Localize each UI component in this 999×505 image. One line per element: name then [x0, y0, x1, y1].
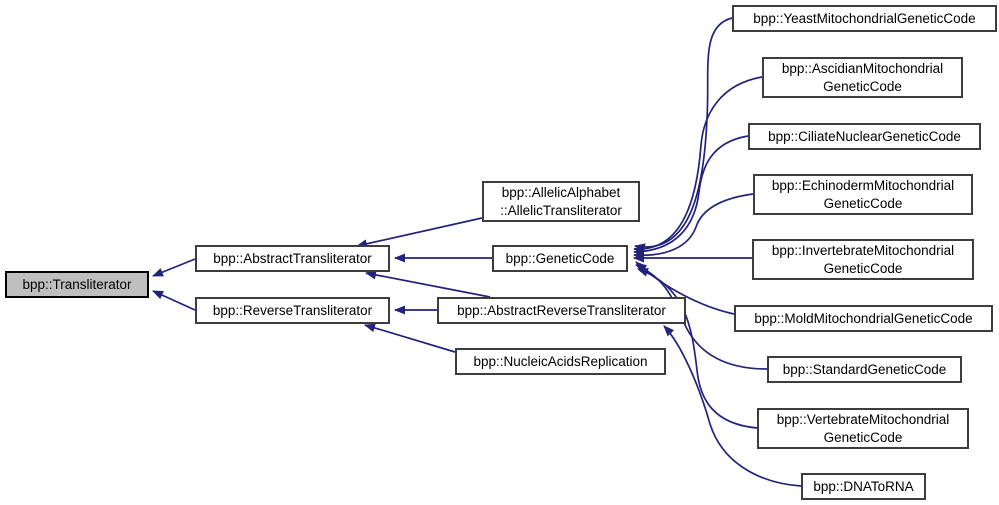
class-node-mold-mitochondrial-genetic-code[interactable]: bpp::MoldMitochondrialGeneticCode [734, 305, 993, 332]
class-node-invertebrate-mitochondrial-genetic-code[interactable]: bpp::InvertebrateMitochondrial GeneticCo… [752, 239, 974, 280]
edge-abstract-reverse-transliterator-to-abstract-transliterator [365, 270, 491, 298]
class-node-ascidian-mitochondrial-genetic-code[interactable]: bpp::AscidianMitochondrial GeneticCode [762, 57, 963, 98]
class-node-abstract-transliterator[interactable]: bpp::AbstractTransliterator [195, 245, 390, 272]
class-node-abstract-reverse-transliterator[interactable]: bpp::AbstractReverseTransliterator [437, 297, 686, 324]
class-node-transliterator: bpp::Transliterator [5, 271, 149, 298]
edge-ascidian-mitochondrial-to-genetic-code [633, 76, 763, 255]
edge-nucleic-acids-replication-to-reverse-transliterator [364, 323, 456, 353]
class-node-dna-to-rna[interactable]: bpp::DNAToRNA [801, 473, 926, 500]
edge-abstract-transliterator-to-transliterator [152, 258, 196, 277]
class-node-allelic-transliterator[interactable]: bpp::AllelicAlphabet ::AllelicTransliter… [482, 181, 640, 222]
edge-ciliate-nuclear-to-genetic-code [633, 135, 749, 257]
class-node-ciliate-nuclear-genetic-code[interactable]: bpp::CiliateNuclearGeneticCode [748, 123, 981, 150]
class-node-standard-genetic-code[interactable]: bpp::StandardGeneticCode [767, 356, 962, 383]
edge-reverse-transliterator-to-transliterator [152, 290, 196, 311]
class-node-echinoderm-mitochondrial-genetic-code[interactable]: bpp::EchinodermMitochondrial GeneticCode [753, 174, 973, 215]
class-node-genetic-code[interactable]: bpp::GeneticCode [492, 245, 628, 272]
edge-yeast-mitochondrial-to-genetic-code [634, 17, 733, 253]
class-node-yeast-mitochondrial-genetic-code[interactable]: bpp::YeastMitochondrialGeneticCode [732, 5, 997, 32]
class-node-vertebrate-mitochondrial-genetic-code[interactable]: bpp::VertebrateMitochondrial GeneticCode [757, 408, 969, 449]
class-node-reverse-transliterator[interactable]: bpp::ReverseTransliterator [195, 297, 390, 324]
edge-dna-to-rna-to-abstract-reverse-transliterator [663, 325, 802, 487]
class-node-nucleic-acids-replication[interactable]: bpp::NucleicAcidsReplication [455, 348, 666, 375]
edge-vertebrate-mitochondrial-to-genetic-code [637, 268, 758, 429]
edge-echinoderm-mitochondrial-to-genetic-code [633, 193, 754, 261]
edge-allelic-transliterator-to-abstract-transliterator [356, 217, 483, 249]
